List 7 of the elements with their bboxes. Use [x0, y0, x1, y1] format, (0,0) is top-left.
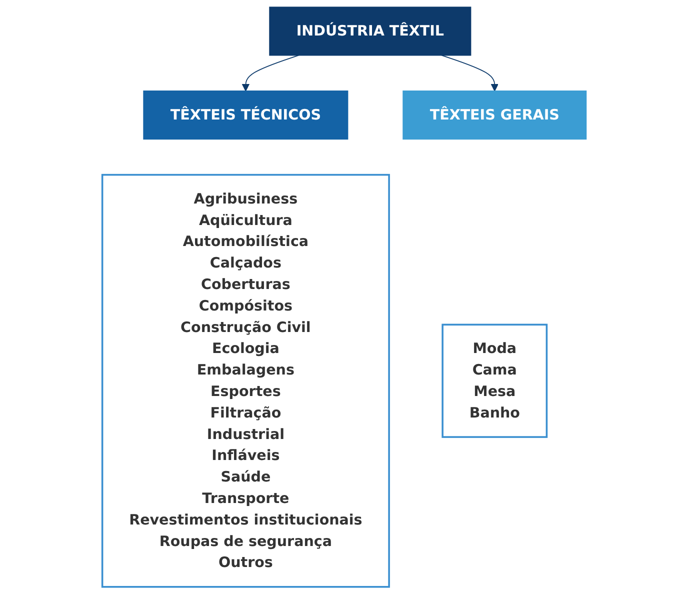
- arrow: [242, 54, 300, 92]
- node-box: TÊXTEIS GERAIS: [402, 90, 587, 140]
- node-box: Moda Cama Mesa Banho: [442, 324, 548, 438]
- node-box: Agribusiness Aqüicultura Automobilística Calçados Coberturas Compósitos Construção Civil Ecologia Embalagens Esportes Filtração Industrial Infláveis Saúde Transporte Revestimentos institucionais Roupas de segurança Outros: [102, 174, 390, 588]
- arrow: [441, 54, 499, 92]
- node-box: TÊXTEIS TÉCNICOS: [143, 90, 348, 140]
- node-box: INDÚSTRIA TÊXTIL: [269, 6, 472, 56]
